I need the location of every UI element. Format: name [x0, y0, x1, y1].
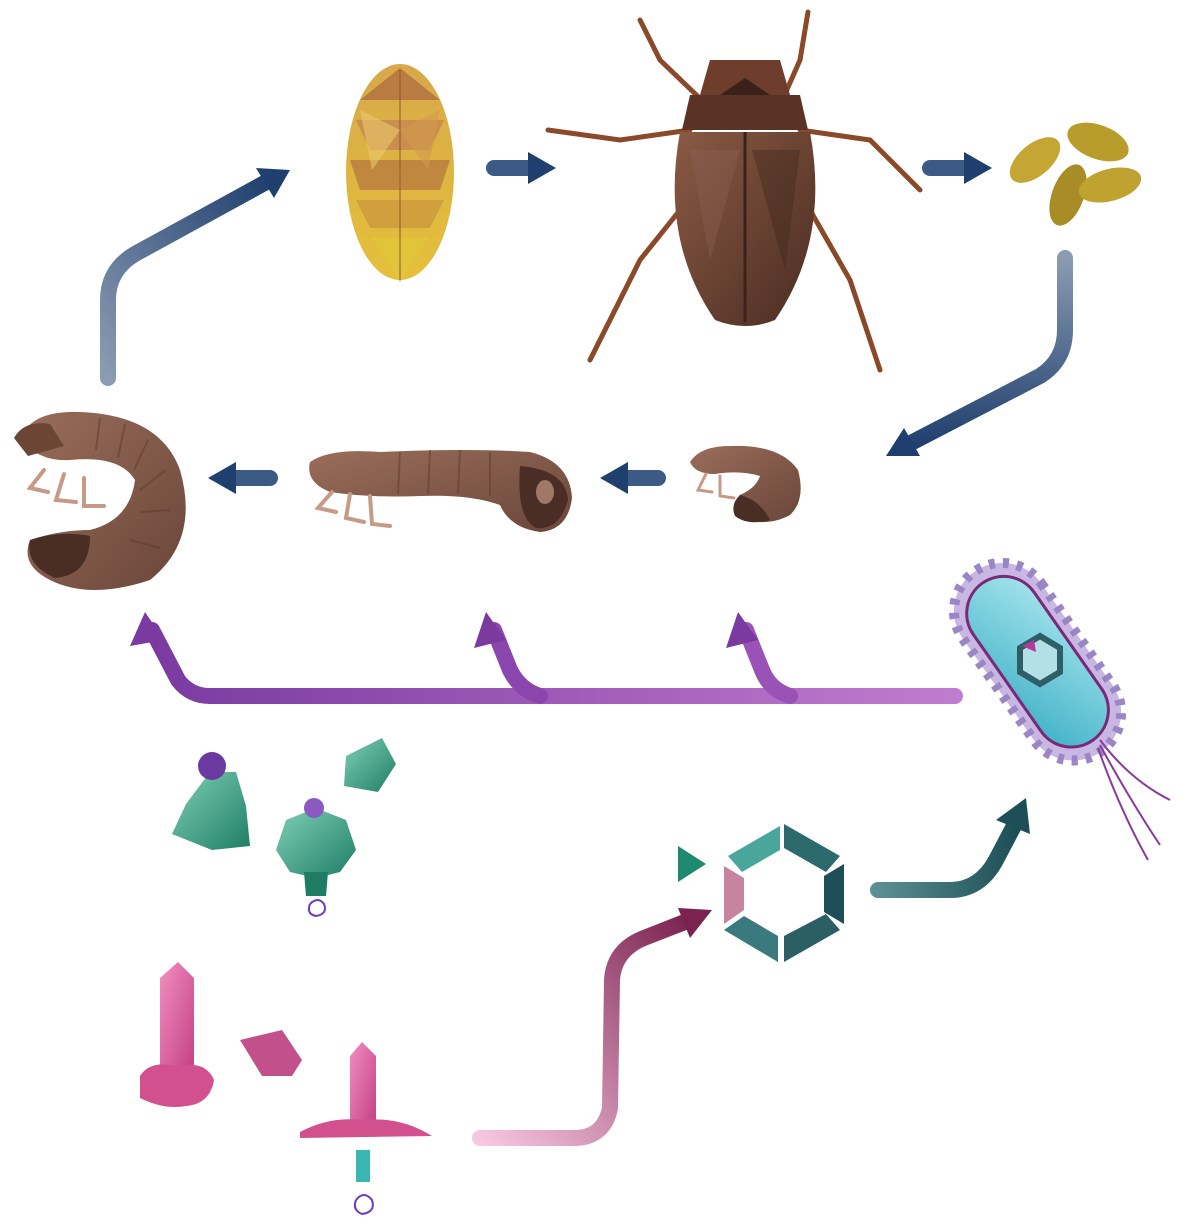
larva-l1-icon: [690, 446, 801, 522]
infection-arrows: [130, 612, 955, 696]
arrow-bacterium-to-larvae: [152, 630, 955, 696]
arrow-head-beetle-to-eggs: [964, 152, 992, 184]
arrow-tcb-to-complex: [480, 920, 690, 1138]
arrow-head-l2-to-l3: [208, 462, 236, 494]
tc-a-toxin-icon: [168, 738, 396, 916]
larva-l3-icon: [14, 412, 186, 590]
larva-l2-icon: [309, 450, 572, 532]
adult-beetle-icon: [548, 12, 920, 370]
arrow-larva-to-pupa: [108, 180, 270, 378]
bacterium-toxin-icon: [1020, 636, 1060, 684]
arrow-head-pupa-to-beetle: [528, 152, 556, 184]
tc-c-fragment-pink: [240, 1030, 302, 1076]
tc-b-fragment-teal: [344, 738, 396, 792]
eggs-icon: [1002, 115, 1145, 230]
pupa-icon: [346, 64, 454, 282]
tc-b-toxin-icon: [98, 962, 442, 1214]
cycle-arrows: [108, 152, 1065, 494]
arrow-head-tca-to-complex: [678, 846, 706, 882]
toxin-complex-icon: [724, 824, 844, 962]
bacterium-icon: [935, 544, 1170, 860]
arrow-complex-to-bacterium: [878, 822, 1016, 890]
arrow-head-l1-to-l2: [600, 462, 628, 494]
arrow-eggs-to-larva: [905, 258, 1065, 446]
